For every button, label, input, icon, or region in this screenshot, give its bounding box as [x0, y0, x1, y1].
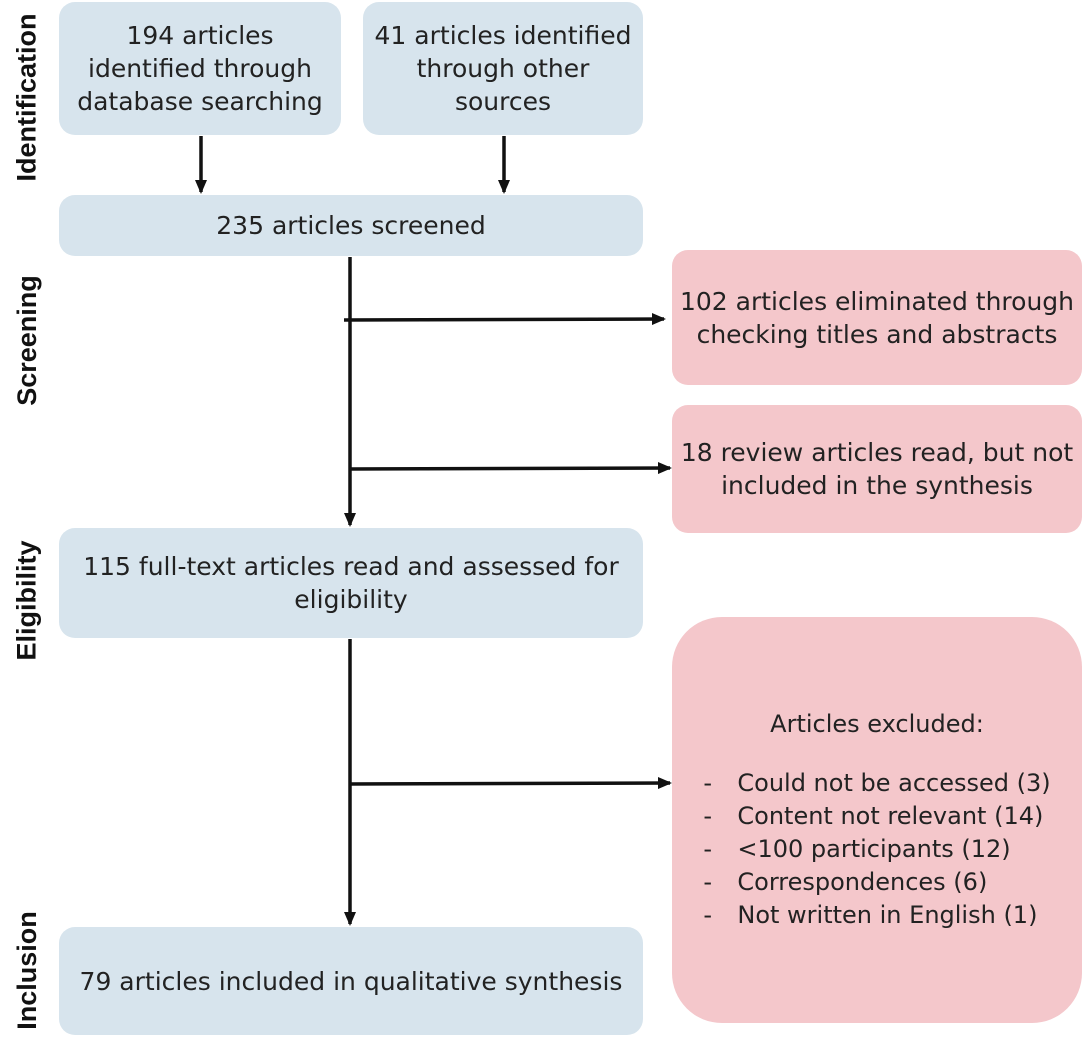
fulltext-box: 115 full-text articles read and assessed… [59, 528, 643, 638]
database-search-box: 194 articles identified through database… [59, 2, 341, 135]
arrow-to-reviews-excluded [349, 462, 672, 475]
articles-excluded-title: Articles excluded: [770, 710, 984, 738]
screened-box: 235 articles screened [59, 195, 643, 256]
exclusion-reason: -Could not be accessed (3) [703, 769, 1051, 797]
articles-excluded-box: Articles excluded: -Could not be accesse… [672, 617, 1082, 1023]
reviews-excluded-box: 18 review articles read, but not include… [672, 405, 1082, 533]
arrow-to-articles-excluded [349, 777, 672, 790]
eliminated-box: 102 articles eliminated through checking… [672, 250, 1082, 385]
exclusion-reason: -Content not relevant (14) [703, 802, 1044, 830]
exclusion-reason: -Correspondences (6) [703, 868, 988, 896]
eliminated-text: 102 articles eliminated through checking… [679, 286, 1075, 349]
exclusion-reason: -Not written in English (1) [703, 901, 1038, 929]
included-box: 79 articles included in qualitative synt… [59, 927, 643, 1035]
other-sources-text: 41 articles identified through other sou… [374, 21, 632, 116]
reviews-excluded-text: 18 review articles read, but not include… [680, 438, 1074, 500]
screened-text: 235 articles screened [216, 211, 486, 240]
exclusion-reason: -<100 participants (12) [703, 835, 1011, 863]
fulltext-text: 115 full-text articles read and assessed… [83, 552, 619, 614]
other-sources-box: 41 articles identified through other sou… [363, 2, 643, 135]
database-search-text: 194 articles identified through database… [77, 21, 323, 116]
included-text: 79 articles included in qualitative synt… [79, 966, 623, 996]
exclusion-reasons-list: -Could not be accessed (3) -Content not … [703, 767, 1050, 932]
arrow-to-eliminated [343, 313, 666, 326]
